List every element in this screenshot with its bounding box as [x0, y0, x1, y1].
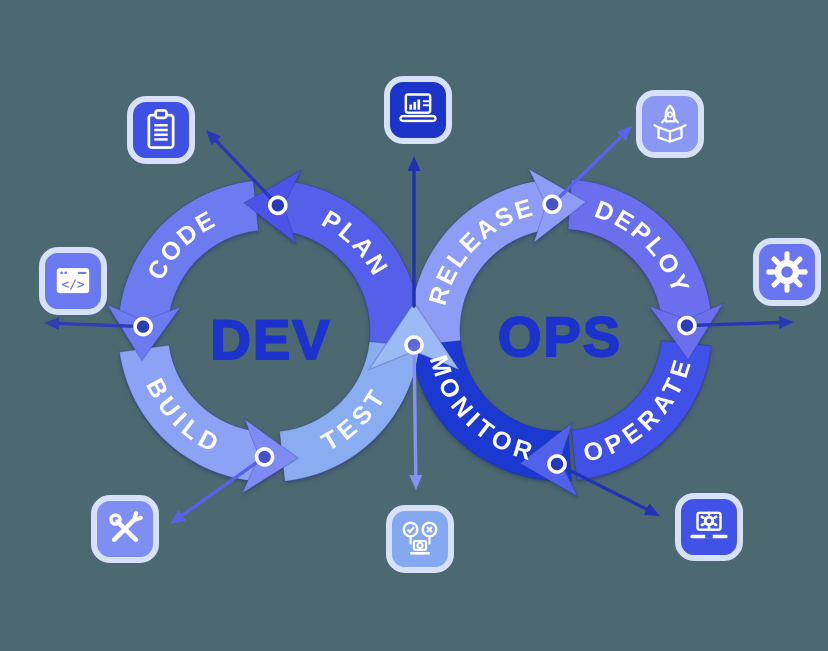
dev-title: DEV	[210, 308, 331, 371]
deploy-icon	[636, 90, 704, 158]
connector-monitor	[555, 462, 660, 516]
rocket-box-glyph	[653, 104, 687, 143]
connector-release	[407, 156, 421, 308]
build-icon	[91, 495, 159, 563]
clipboard-glyph	[147, 109, 175, 149]
node-operate	[547, 454, 567, 474]
plan-icon	[127, 96, 195, 164]
test-icon	[386, 505, 454, 573]
loop-bands	[105, 167, 725, 498]
monitor-icon	[675, 493, 743, 561]
connector-deploy	[550, 126, 632, 207]
segment-deploy	[567, 178, 713, 324]
node-release	[542, 194, 563, 215]
node-build	[254, 447, 275, 467]
release-icon	[384, 76, 452, 144]
operate-icon	[753, 238, 821, 306]
laptop-gear-glyph	[690, 511, 728, 539]
ops-title: OPS	[498, 305, 622, 368]
tools-glyph	[109, 511, 143, 543]
node-deploy	[677, 315, 697, 336]
test-flow-glyph	[402, 521, 438, 555]
node-plan	[267, 195, 288, 216]
code-window-glyph: </>	[56, 268, 90, 294]
segment-operate	[571, 340, 712, 481]
connector-build	[170, 455, 267, 524]
laptop-chart-glyph	[399, 93, 437, 123]
code-icon: </>	[39, 247, 107, 315]
svg-text:</>: </>	[61, 278, 84, 293]
connector-operate	[685, 316, 794, 329]
connector-plan	[206, 130, 280, 208]
connector-code	[44, 317, 145, 330]
node-code	[133, 316, 153, 337]
connector-test	[409, 343, 423, 490]
node-test	[404, 335, 424, 355]
gear-glyph	[766, 251, 808, 293]
